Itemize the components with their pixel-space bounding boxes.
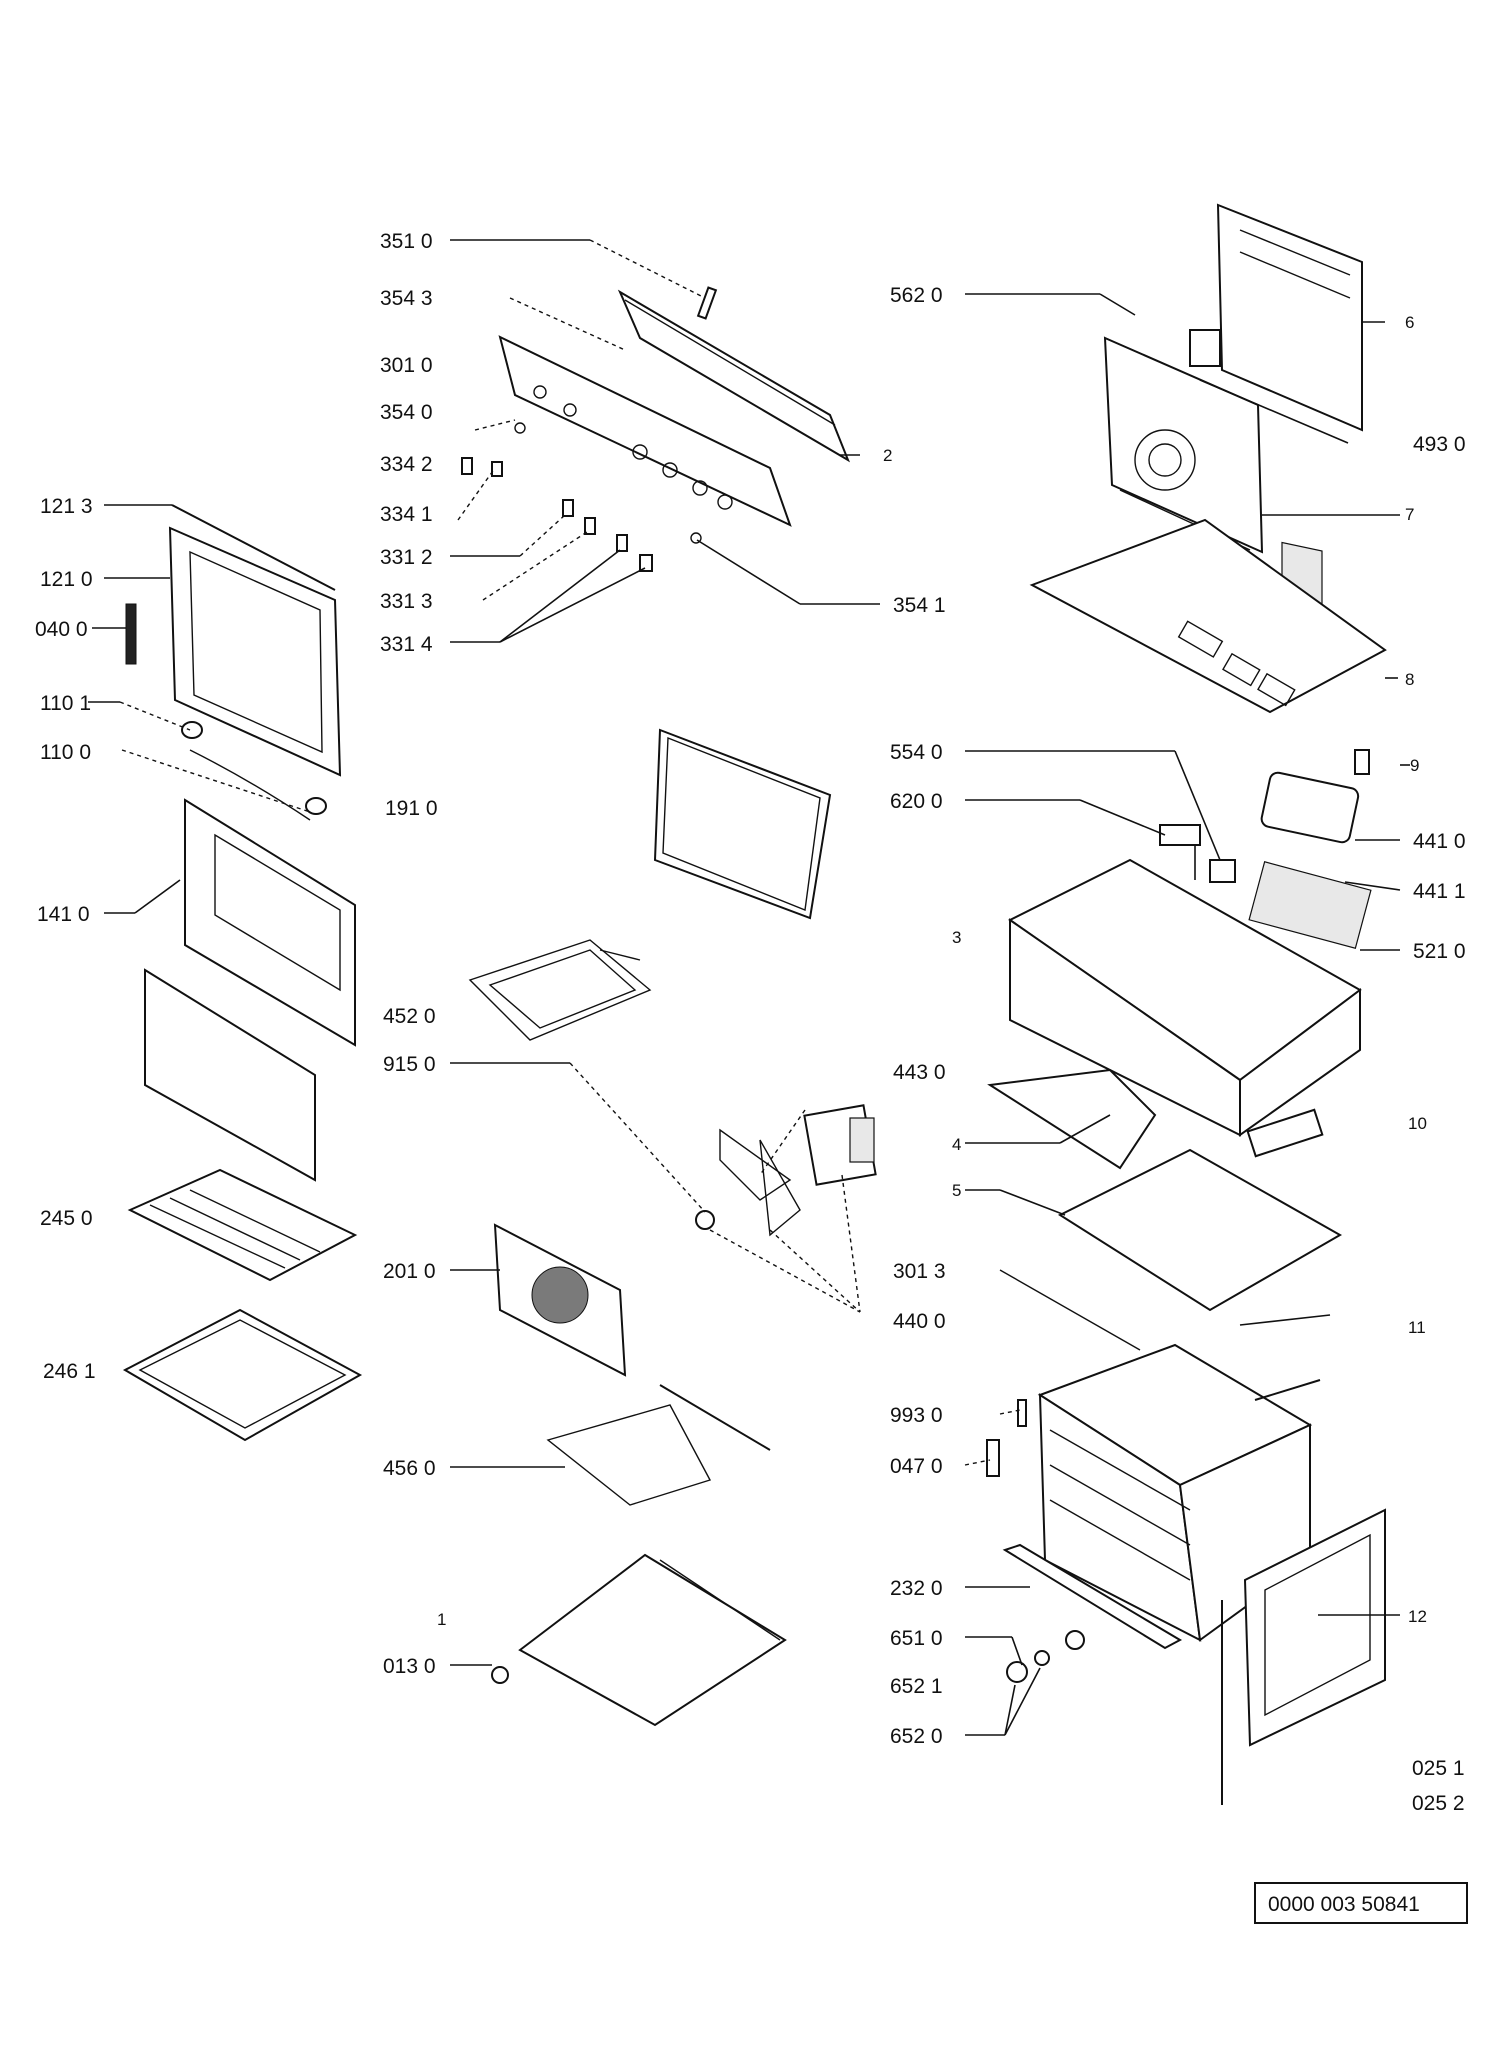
label-652-1: 652 1 [890, 1675, 943, 1698]
label-025-2: 025 2 [1412, 1792, 1465, 1815]
baking-tray-part [122, 1308, 363, 1442]
label-11: 11 [1408, 1318, 1426, 1337]
label-652-0: 652 0 [890, 1725, 943, 1748]
hinge-parts [181, 721, 327, 821]
label-443-0: 443 0 [893, 1061, 946, 1084]
label-334-1: 334 1 [380, 503, 433, 526]
label-993-0: 993 0 [890, 1404, 943, 1427]
base-plate-part [491, 1553, 787, 1727]
label-141-0: 141 0 [37, 903, 90, 926]
support-rail-part [987, 1068, 1324, 1170]
label-521-0: 521 0 [1413, 940, 1466, 963]
label-040-0: 040 0 [35, 618, 88, 641]
label-121-3: 121 3 [40, 495, 93, 518]
label-354-0: 354 0 [380, 401, 433, 424]
label-245-0: 245 0 [40, 1207, 93, 1230]
label-331-2: 331 2 [380, 546, 433, 569]
label-441-0: 441 0 [1413, 830, 1466, 853]
label-620-0: 620 0 [890, 790, 943, 813]
label-331-3: 331 3 [380, 590, 433, 613]
part-labels: 351 0 354 3 301 0 354 0 334 2 334 1 331 … [35, 230, 1466, 1815]
leader-lines [88, 239, 1410, 1736]
label-191-0: 191 0 [385, 797, 438, 820]
reference-box: 0000 003 50841 [1254, 1882, 1468, 1924]
label-354-1: 354 1 [893, 594, 946, 617]
label-1: 1 [437, 1610, 446, 1629]
label-121-0: 121 0 [40, 568, 93, 591]
control-panel-part [498, 286, 851, 527]
label-554-0: 554 0 [890, 741, 943, 764]
front-frame-part [1221, 1508, 1386, 1805]
label-452-0: 452 0 [383, 1005, 436, 1028]
clip-parts [461, 422, 702, 572]
label-5: 5 [952, 1181, 961, 1200]
label-351-0: 351 0 [380, 230, 433, 253]
label-562-0: 562 0 [890, 284, 943, 307]
label-3: 3 [952, 928, 961, 947]
oven-rack-part [127, 1168, 358, 1282]
label-4: 4 [952, 1135, 961, 1154]
label-232-0: 232 0 [890, 1577, 943, 1600]
label-651-0: 651 0 [890, 1627, 943, 1650]
label-8: 8 [1405, 670, 1414, 689]
chassis-part [1008, 749, 1372, 1137]
label-047-0: 047 0 [890, 1455, 943, 1478]
label-110-1: 110 1 [40, 692, 91, 715]
label-441-1: 441 1 [1413, 880, 1466, 903]
glass-panel-part [653, 728, 832, 920]
label-6: 6 [1405, 313, 1414, 332]
label-246-1: 246 1 [43, 1360, 96, 1383]
label-12: 12 [1408, 1607, 1427, 1626]
label-493-0: 493 0 [1413, 433, 1466, 456]
oven-cavity-part [1037, 1343, 1321, 1642]
lower-small-parts [986, 1399, 1183, 1683]
label-10: 10 [1408, 1114, 1427, 1133]
label-110-0: 110 0 [40, 741, 91, 764]
grill-element-part [468, 939, 652, 1041]
label-301-3: 301 3 [893, 1260, 946, 1283]
top-panel-part [1029, 518, 1387, 714]
label-7: 7 [1405, 505, 1414, 524]
label-456-0: 456 0 [383, 1457, 436, 1480]
label-2: 2 [883, 446, 892, 465]
door-frame-part [125, 504, 342, 777]
label-9: 9 [1410, 756, 1419, 775]
fan-motor-part [695, 1104, 877, 1237]
label-331-4: 331 4 [380, 633, 433, 656]
reference-number: 0000 003 50841 [1268, 1893, 1420, 1916]
fan-cover-part [493, 1223, 627, 1377]
bottom-heater-part [546, 1384, 771, 1506]
label-025-1: 025 1 [1412, 1757, 1465, 1780]
label-915-0: 915 0 [383, 1053, 436, 1076]
label-334-2: 334 2 [380, 453, 433, 476]
label-201-0: 201 0 [383, 1260, 436, 1283]
label-301-0: 301 0 [380, 354, 433, 377]
top-plate-part [999, 1148, 1343, 1351]
label-440-0: 440 0 [893, 1310, 946, 1333]
label-354-3: 354 3 [380, 287, 433, 310]
door-glass-part [144, 798, 356, 1182]
label-013-0: 013 0 [383, 1655, 436, 1678]
